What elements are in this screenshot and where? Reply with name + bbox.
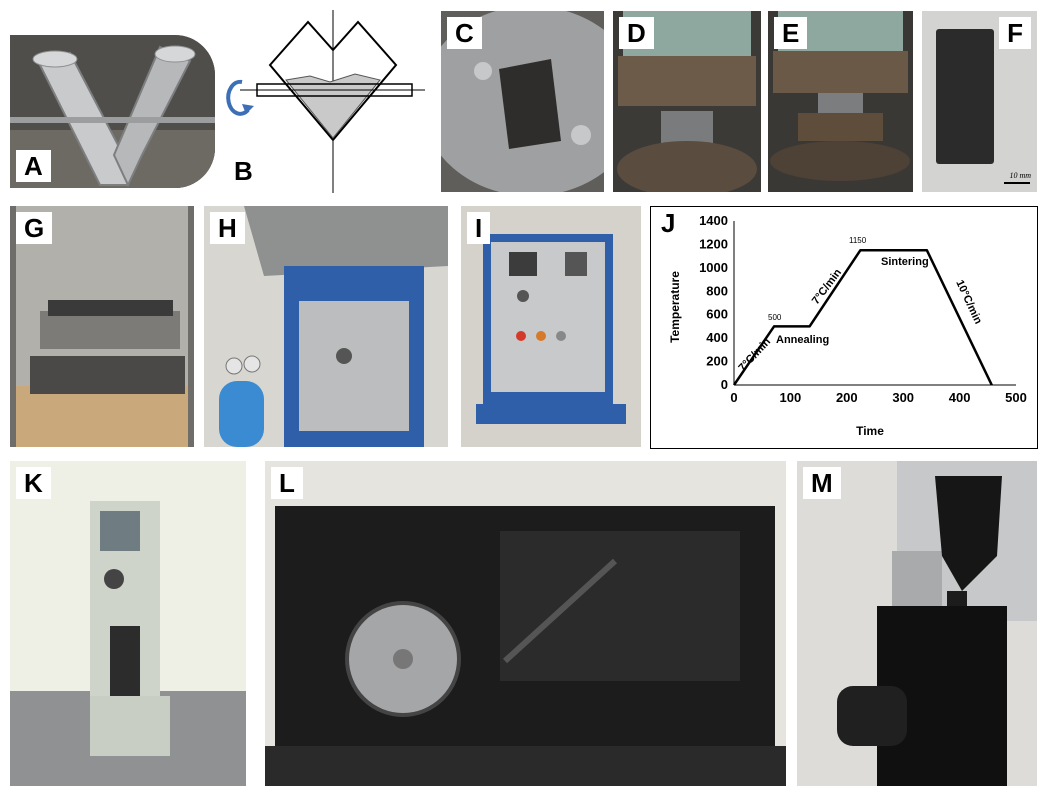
x-tick-label: 300: [892, 390, 914, 405]
x-tick-label: 500: [1005, 390, 1027, 405]
y-tick-label: 1000: [699, 260, 728, 275]
panel-m-abrasion-tester-photo: M: [797, 461, 1037, 786]
y-tick-label: 600: [706, 307, 728, 322]
panel-label: G: [16, 212, 53, 244]
panel-label: I: [467, 212, 491, 244]
y-tick-label: 0: [721, 377, 728, 392]
annotation-1150: 1150: [849, 236, 867, 245]
annotation-rate-1: 7°C/min: [736, 336, 773, 374]
panel-e-press-photo: E: [768, 11, 913, 192]
y-tick-label: 1400: [699, 213, 728, 228]
panel-label: M: [803, 467, 841, 499]
samples-on-tray-illustration: [10, 206, 194, 447]
annotation-sintering: Sintering: [881, 256, 929, 268]
hardness-tester-illustration: [10, 461, 246, 786]
series-line-0: [732, 249, 993, 386]
sample-block-illustration: [922, 11, 1037, 192]
y-axis-label: Temperature: [668, 271, 682, 343]
panel-b-blender-schematic: B: [220, 10, 435, 193]
temperature-chart-svg: 0 100 200 300 400 500 0 200 400 600 800 1000 1200 140…: [668, 213, 1027, 438]
panel-label: A: [16, 150, 51, 182]
scale-bar-label: 10 mm: [1009, 171, 1031, 180]
x-tick-label: 0: [730, 390, 737, 405]
y-tick-label: 400: [706, 330, 728, 345]
panel-label: K: [16, 467, 51, 499]
panel-label: H: [210, 212, 245, 244]
y-tick-label: 200: [706, 354, 728, 369]
panel-i-controller-photo: I: [461, 206, 641, 447]
blender-schematic-diagram: [226, 10, 425, 193]
panel-g-samples-photo: G: [10, 206, 194, 447]
panel-l-wear-tester-photo: L: [265, 461, 786, 786]
panel-d-press-photo: D: [613, 11, 761, 192]
annotation-annealing: Annealing: [776, 334, 829, 346]
x-axis-label: Time: [856, 424, 884, 438]
annotation-500: 500: [768, 313, 782, 322]
y-tick-label: 1200: [699, 236, 728, 251]
panel-label: D: [619, 17, 654, 49]
furnace-illustration: [204, 206, 448, 447]
panel-label: E: [774, 17, 808, 49]
mold-illustration: [441, 11, 604, 192]
x-tick-label: 400: [949, 390, 971, 405]
y-tick-label: 800: [706, 283, 728, 298]
x-tick-label: 200: [836, 390, 858, 405]
panel-label: B: [226, 155, 261, 187]
panel-label: C: [447, 17, 482, 49]
annotation-rate-3: 10°C/min: [953, 278, 984, 326]
panel-f-sample-photo: F 10 mm: [922, 11, 1037, 192]
wear-tester-illustration: [265, 461, 786, 786]
abrasion-tester-illustration: [797, 461, 1037, 786]
panel-j-temperature-profile-chart: J 0 100 200 300 400 500 0 200 400 600 800 1000 1200 1…: [650, 206, 1038, 449]
panel-h-furnace-photo: H: [204, 206, 448, 447]
panel-c-mold-photo: C: [441, 11, 604, 192]
panel-label: L: [271, 467, 303, 499]
panel-a-v-blender-photo: A: [10, 35, 215, 188]
panel-label: J: [655, 209, 682, 237]
x-tick-label: 100: [780, 390, 802, 405]
panel-k-hardness-tester-photo: K: [10, 461, 246, 786]
panel-label: F: [999, 17, 1031, 49]
v-blender-illustration: [10, 35, 215, 188]
controller-cabinet-illustration: [461, 206, 641, 447]
